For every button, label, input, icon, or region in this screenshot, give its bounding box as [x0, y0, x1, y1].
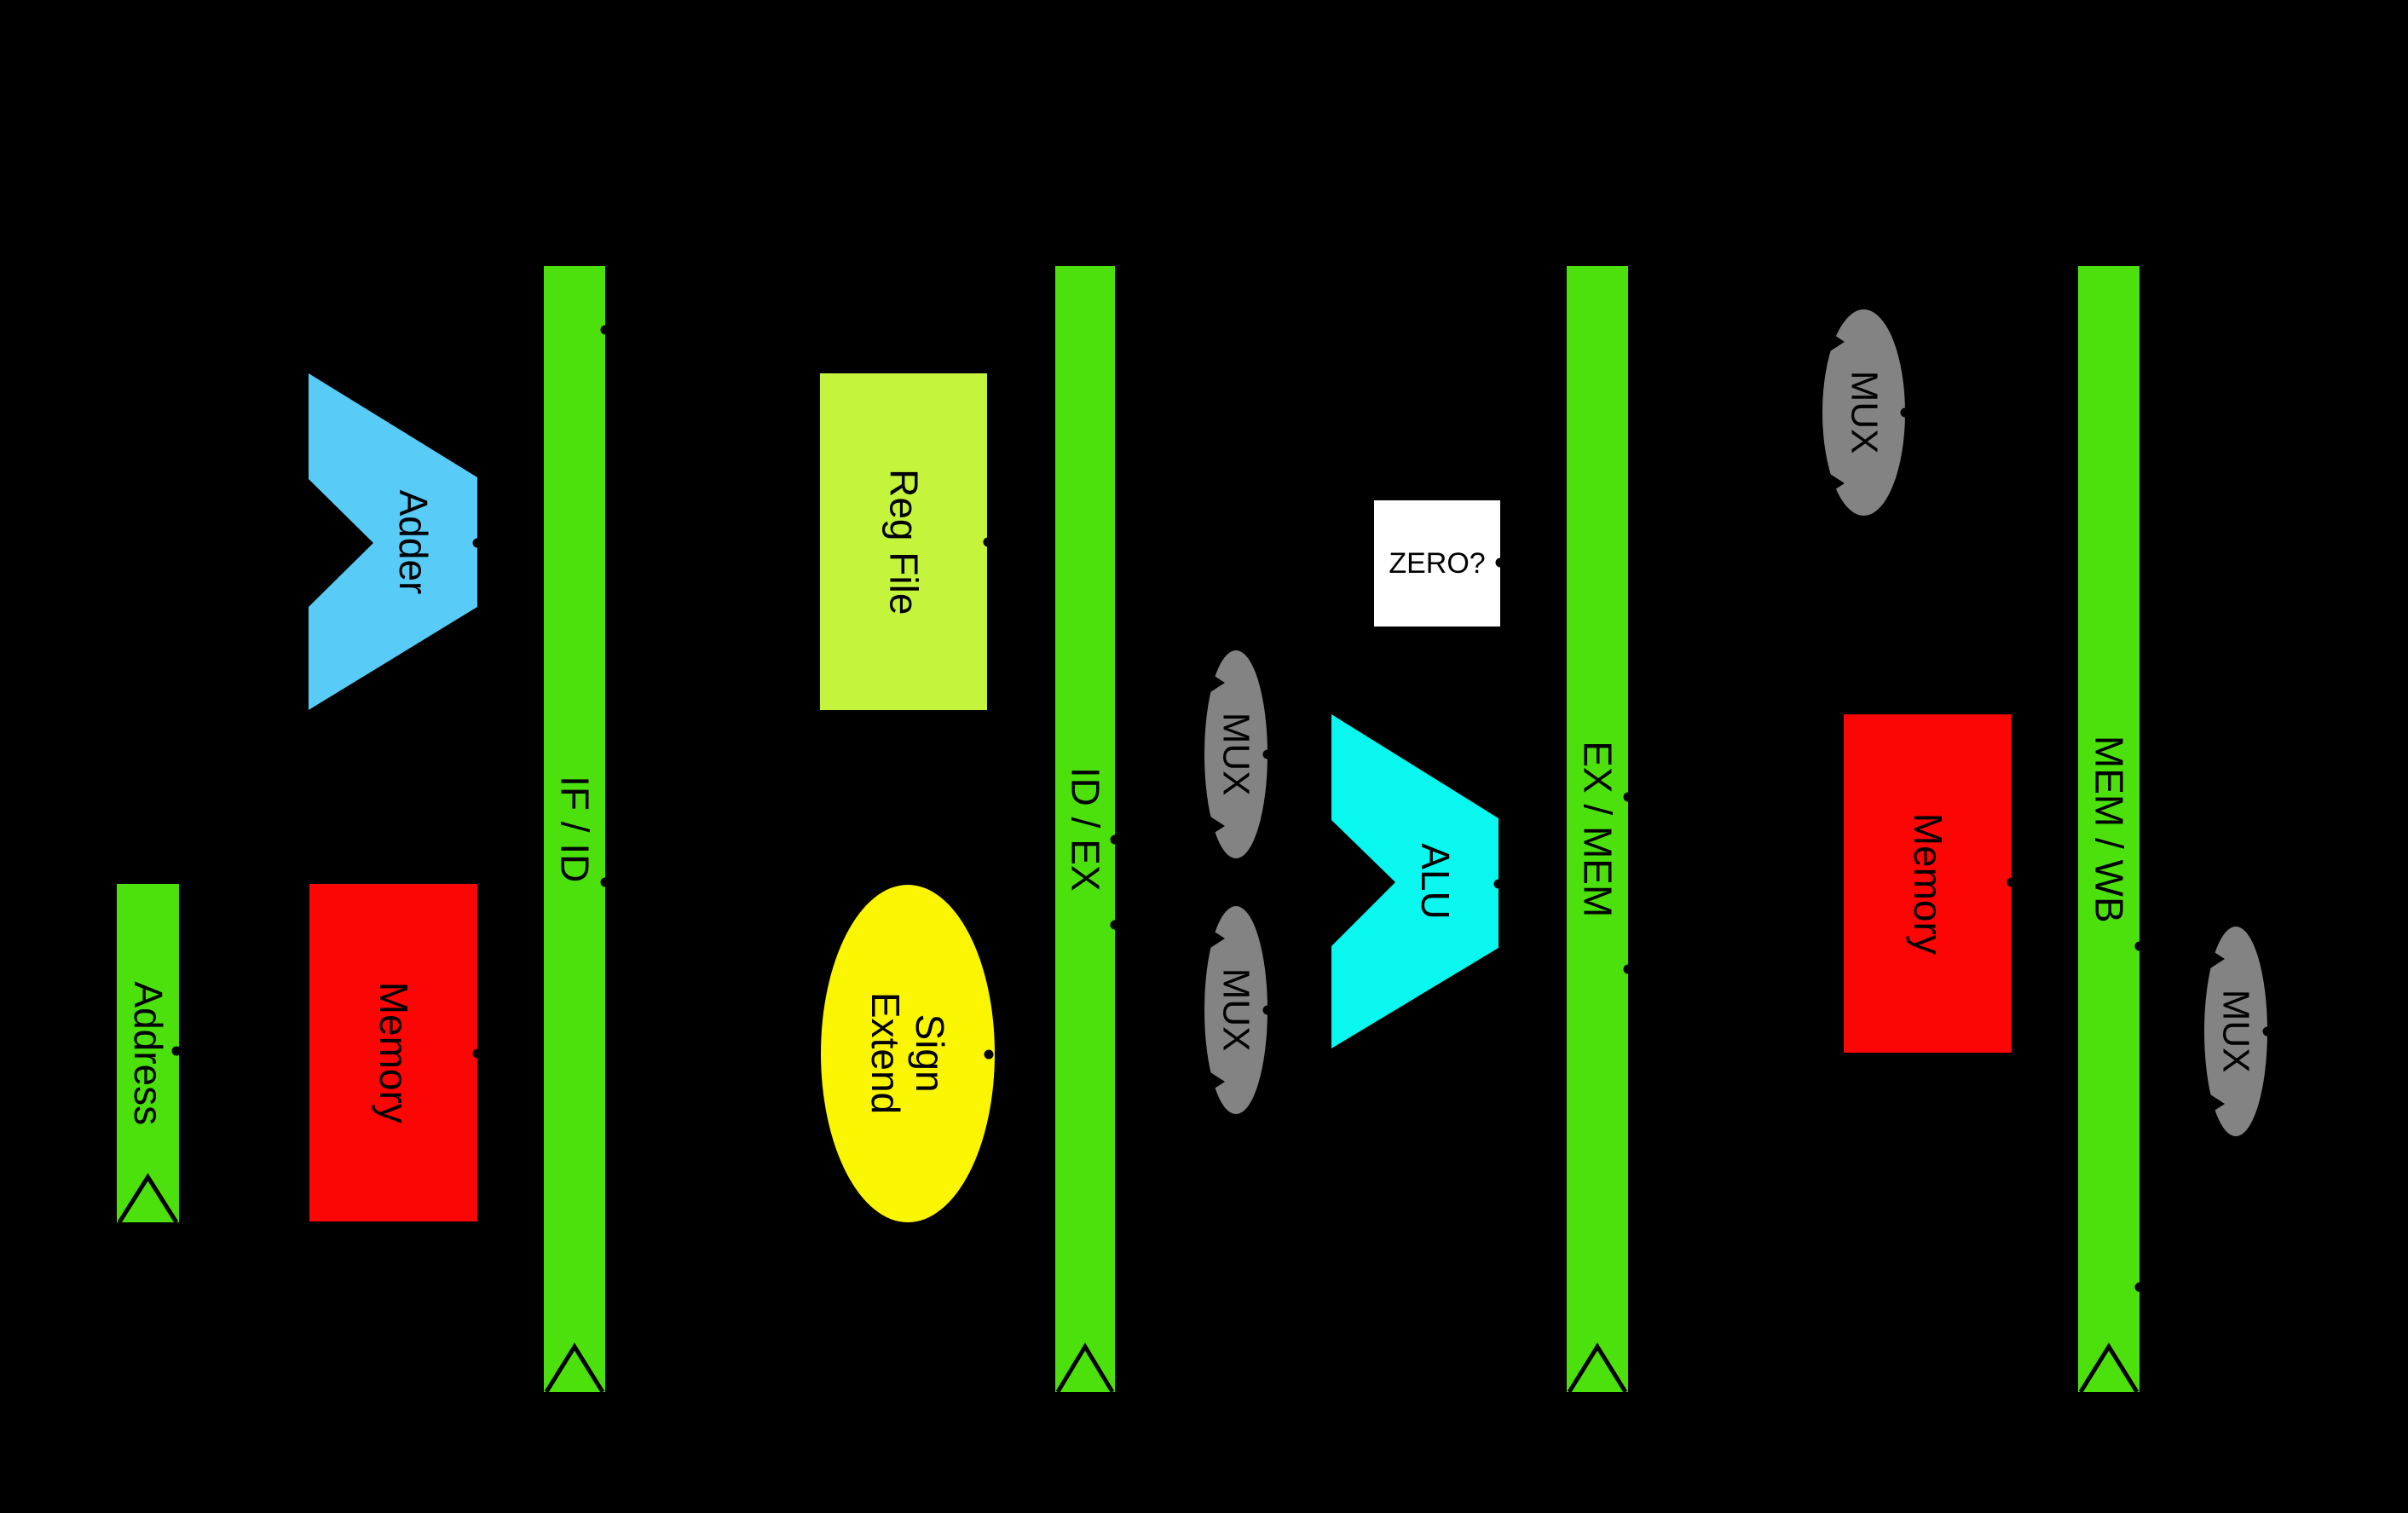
connection-dot [1495, 557, 1505, 568]
connection-dot [600, 325, 610, 335]
clock-edge-wedge [2078, 1343, 2139, 1392]
connection-dot [1900, 407, 1910, 418]
connection-dot [1262, 749, 1273, 759]
reg-file-label: Reg File [881, 468, 927, 615]
alu-label: ALU [1412, 843, 1458, 920]
clock-edge-wedge [117, 1173, 179, 1222]
clock-edge-wedge [1055, 1343, 1115, 1392]
data-memory-label: Memory [1906, 812, 1951, 955]
reg-file-box: Reg File [820, 373, 987, 710]
adder-label: Adder [390, 489, 436, 594]
data-memory-box: Memory [1844, 714, 2012, 1053]
clock-edge-wedge [544, 1343, 605, 1392]
mux-label: MUX [1215, 968, 1257, 1052]
connection-dot [1493, 879, 1504, 889]
connection-dot [984, 1049, 994, 1060]
mux-branch-ellipse: MUX [1822, 309, 1905, 516]
mux-alu-src-b-ellipse: MUX [1204, 906, 1268, 1114]
arrowhead-icon [2209, 1094, 2225, 1113]
mem-wb-register-bar: MEM / WB [2078, 266, 2139, 1392]
arrowhead-icon [2209, 950, 2225, 969]
connection-dot [1623, 964, 1633, 974]
connection-dot [600, 877, 610, 887]
connection-dot [2262, 1026, 2272, 1037]
address-label: Address [126, 981, 171, 1125]
connection-dot [472, 1048, 482, 1059]
instruction-memory-box: Memory [309, 884, 477, 1221]
id-ex-register-bar: ID / EX [1055, 266, 1115, 1392]
mux-label: MUX [1843, 371, 1885, 454]
ex-mem-register-bar: EX / MEM [1567, 266, 1628, 1392]
ex-mem-label: EX / MEM [1575, 740, 1620, 918]
arrowhead-icon [1210, 673, 1225, 692]
adder-shape: Adder [309, 373, 477, 710]
connection-dot [2134, 941, 2145, 951]
connection-dot [1110, 834, 1120, 845]
address-register-bar: Address [117, 884, 179, 1222]
connection-dot [2134, 1282, 2145, 1292]
arrowhead-icon [1210, 928, 1225, 948]
zero-flag-label: ZERO? [1389, 546, 1486, 580]
instruction-memory-label: Memory [372, 981, 417, 1124]
arrowhead-icon [1210, 817, 1225, 836]
mux-write-back-ellipse: MUX [2204, 927, 2267, 1136]
id-ex-label: ID / EX [1063, 766, 1108, 892]
adder-polygon [309, 373, 477, 710]
alu-shape: ALU [1331, 714, 1499, 1048]
arrowhead-icon [1829, 332, 1845, 351]
mux-alu-src-a-ellipse: MUX [1204, 650, 1268, 858]
zero-flag-box: ZERO? [1374, 500, 1500, 627]
connection-dot [2007, 877, 2017, 887]
if-id-register-bar: IF / ID [544, 266, 605, 1392]
connection-dot [472, 538, 482, 548]
if-id-label: IF / ID [552, 775, 598, 883]
arrowhead-icon [1829, 474, 1845, 494]
mem-wb-label: MEM / WB [2087, 735, 2132, 923]
mux-label: MUX [1215, 713, 1257, 796]
connection-dot [1623, 792, 1633, 802]
arrowhead-icon [1210, 1072, 1225, 1092]
connection-dot [171, 1046, 182, 1056]
connection-dot [1110, 920, 1120, 930]
connection-dot [1262, 1005, 1273, 1015]
clock-edge-wedge [1567, 1343, 1628, 1392]
connection-dot [983, 537, 993, 547]
alu-polygon [1331, 714, 1499, 1048]
mux-label: MUX [2215, 990, 2257, 1073]
